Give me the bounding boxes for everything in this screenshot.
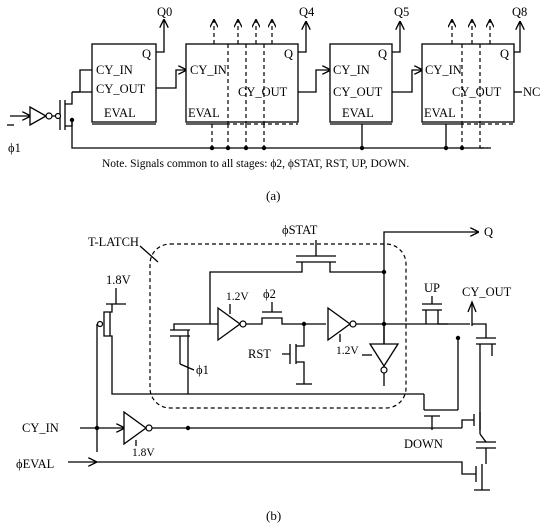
phi2-label: ϕ2 bbox=[263, 287, 276, 301]
stage-1-cy-out-pin: CY_OUT bbox=[238, 85, 288, 99]
stage-0-block bbox=[91, 43, 157, 123]
q-out-label: Q bbox=[484, 225, 493, 239]
figure-a: ϕ1 Q CY_IN CY_OUT EVAL Q0 Q CY_IN CY_OUT… bbox=[7, 5, 540, 203]
stage-0-cy-in-pin: CY_IN bbox=[96, 63, 133, 77]
inverter-12-b-bubble bbox=[349, 320, 357, 328]
output-nmos-upper bbox=[461, 412, 481, 430]
stage-1-4-block bbox=[185, 43, 299, 123]
phi1-transistor bbox=[170, 329, 190, 337]
cy-out-arrow bbox=[467, 300, 477, 326]
q4-output-wire bbox=[298, 22, 306, 53]
input-inverter bbox=[29, 105, 48, 127]
phi-stat-transistor bbox=[296, 255, 336, 263]
inverter-18-bubble bbox=[145, 424, 153, 432]
stage-5-block bbox=[329, 43, 393, 123]
t-latch-pointer bbox=[139, 245, 159, 263]
stage-0-cy-out-pin: CY_OUT bbox=[96, 82, 146, 96]
up-transistor bbox=[422, 296, 442, 311]
nc-label: NC bbox=[523, 85, 540, 99]
stage-6-eval-pin: EVAL bbox=[424, 106, 456, 120]
rst-label: RST bbox=[248, 347, 271, 361]
stage-5-eval-pin: EVAL bbox=[342, 106, 374, 120]
signals-note: Note. Signals common to all stages: ϕ2, … bbox=[102, 158, 409, 170]
vdd-12-a-label: 1.2V bbox=[226, 291, 249, 303]
inverter-12-b bbox=[327, 306, 352, 342]
t-latch-label: T-LATCH bbox=[88, 235, 139, 249]
phi-eval-wire bbox=[96, 461, 476, 475]
up-channel-wire bbox=[425, 310, 470, 325]
feedback-inverter bbox=[368, 343, 400, 368]
stage-6-8-block bbox=[421, 43, 515, 123]
q5-output-wire bbox=[392, 22, 400, 53]
stage-1-eval-pin: EVAL bbox=[188, 106, 220, 120]
caption-b: (b) bbox=[266, 508, 281, 523]
phi-stat-label: ϕSTAT bbox=[282, 223, 318, 237]
stage-5-to-6-wire bbox=[392, 70, 422, 93]
t-latch-boundary bbox=[149, 243, 407, 409]
phi-eval-label: ϕEVAL bbox=[16, 457, 54, 471]
up-label: UP bbox=[424, 281, 440, 295]
stage-1-cy-in-pin: CY_IN bbox=[190, 63, 227, 77]
stage-8-cy-out-pin: CY_OUT bbox=[452, 85, 502, 99]
eval-transistor bbox=[474, 464, 490, 491]
stage-8-q-pin: Q bbox=[500, 47, 509, 61]
inverter-12-a bbox=[217, 306, 242, 342]
q5-label: Q5 bbox=[394, 5, 409, 19]
caption-a: (a) bbox=[266, 188, 280, 203]
feedback-inverter-bubble bbox=[380, 366, 388, 374]
inverter-18 bbox=[123, 410, 148, 446]
inverter-12-a-bubble bbox=[239, 320, 247, 328]
input-inverter-bubble bbox=[45, 112, 53, 120]
stage-0-eval-pin: EVAL bbox=[104, 106, 136, 120]
down-label: DOWN bbox=[404, 437, 443, 451]
cy-in-label: CY_IN bbox=[22, 421, 59, 435]
output-pmos bbox=[472, 323, 496, 345]
q4-label: Q4 bbox=[299, 5, 315, 19]
down-transistor bbox=[423, 394, 440, 430]
stage-0-q-pin: Q bbox=[142, 47, 151, 61]
phi2-channel-wire bbox=[246, 317, 326, 325]
q0-output-wire bbox=[156, 20, 164, 53]
pmos-18-transistor bbox=[103, 304, 113, 344]
input-transistor-gate bbox=[54, 112, 62, 120]
q-output-wire bbox=[383, 232, 478, 386]
stage-5-cy-in-pin: CY_IN bbox=[333, 63, 370, 77]
figure-b: T-LATCH ϕSTAT Q 1.8V ϕ1 1.2V ϕ2 bbox=[16, 223, 512, 523]
stage-6-cy-in-pin: CY_IN bbox=[425, 63, 462, 77]
rst-transistor bbox=[282, 324, 305, 384]
stage-5-cy-out-pin: CY_OUT bbox=[333, 85, 383, 99]
vdd-18-inv-label: 1.8V bbox=[132, 447, 155, 459]
vdd-18-label: 1.8V bbox=[106, 273, 131, 287]
stage-4-to-5-wire bbox=[298, 70, 330, 93]
input-phi1-label: ϕ1 bbox=[8, 141, 21, 155]
input-transistor bbox=[59, 92, 73, 130]
stage-1-q-pin: Q bbox=[284, 47, 293, 61]
output-stack-wire bbox=[479, 344, 493, 434]
q8-label: Q8 bbox=[512, 5, 527, 19]
stage-5-q-pin: Q bbox=[378, 47, 387, 61]
vdd-18-rail bbox=[106, 288, 126, 305]
phi2-transistor bbox=[262, 302, 282, 313]
phi1-label: ϕ1 bbox=[196, 363, 209, 377]
output-nmos-lower bbox=[476, 441, 496, 464]
cy-out-label: CY_OUT bbox=[462, 285, 512, 299]
stage-0-to-1-wire bbox=[156, 70, 186, 89]
pmos-18-drain-wire bbox=[111, 330, 189, 395]
vdd-12-b-label: 1.2V bbox=[336, 345, 359, 357]
phi1-transistor-wire bbox=[173, 323, 210, 330]
phi-stat-channel-wires bbox=[209, 262, 384, 324]
q0-label: Q0 bbox=[157, 5, 172, 19]
q8-output-wire bbox=[514, 22, 520, 53]
stage-0-cy-in-wire bbox=[79, 69, 92, 92]
